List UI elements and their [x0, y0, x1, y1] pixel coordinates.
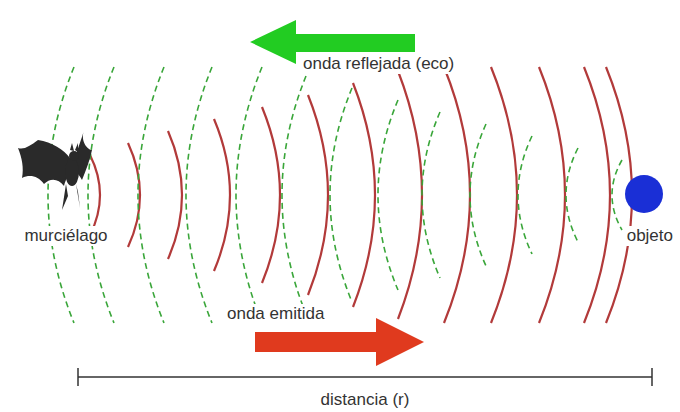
echo-arc — [330, 88, 352, 302]
dimension-label: distancia (r) — [318, 390, 413, 410]
echo-arc — [138, 67, 164, 323]
echo-arc — [282, 76, 306, 314]
echo-arc — [566, 148, 578, 242]
reflected-wavefronts — [48, 67, 622, 323]
wavefront-arc — [353, 83, 375, 307]
echo-arc — [236, 67, 262, 323]
wavefront-arc — [491, 67, 517, 323]
bat-figure — [18, 130, 92, 210]
bat-label: murciélago — [21, 226, 110, 246]
arrow-label: onda reflejada (eco) — [300, 54, 457, 74]
wavefront-arc — [90, 155, 100, 235]
wavefront-arc — [584, 67, 610, 323]
wavefront-arc — [398, 71, 422, 319]
echo-arc — [186, 67, 212, 323]
object-circle — [625, 175, 663, 213]
echo-arc — [612, 160, 622, 230]
echo-arc — [88, 67, 114, 323]
wavefront-arc — [262, 107, 280, 283]
echo-arc — [48, 67, 74, 323]
echo-arc — [470, 124, 486, 266]
object-label: objeto — [624, 226, 676, 246]
wavefront-arc — [168, 131, 182, 259]
arrow-label: onda emitida — [224, 304, 327, 324]
wavefront-arc — [444, 67, 470, 323]
emitted-arrow — [255, 318, 424, 366]
distance-bar — [78, 368, 652, 386]
wavefront-arc — [308, 95, 328, 295]
wavefront-arc — [214, 119, 230, 271]
wavefront-arc — [539, 67, 565, 323]
emitted-wavefronts — [90, 67, 632, 323]
echo-arc — [518, 136, 532, 254]
echo-arc — [378, 100, 398, 290]
echo-arc — [422, 112, 440, 278]
